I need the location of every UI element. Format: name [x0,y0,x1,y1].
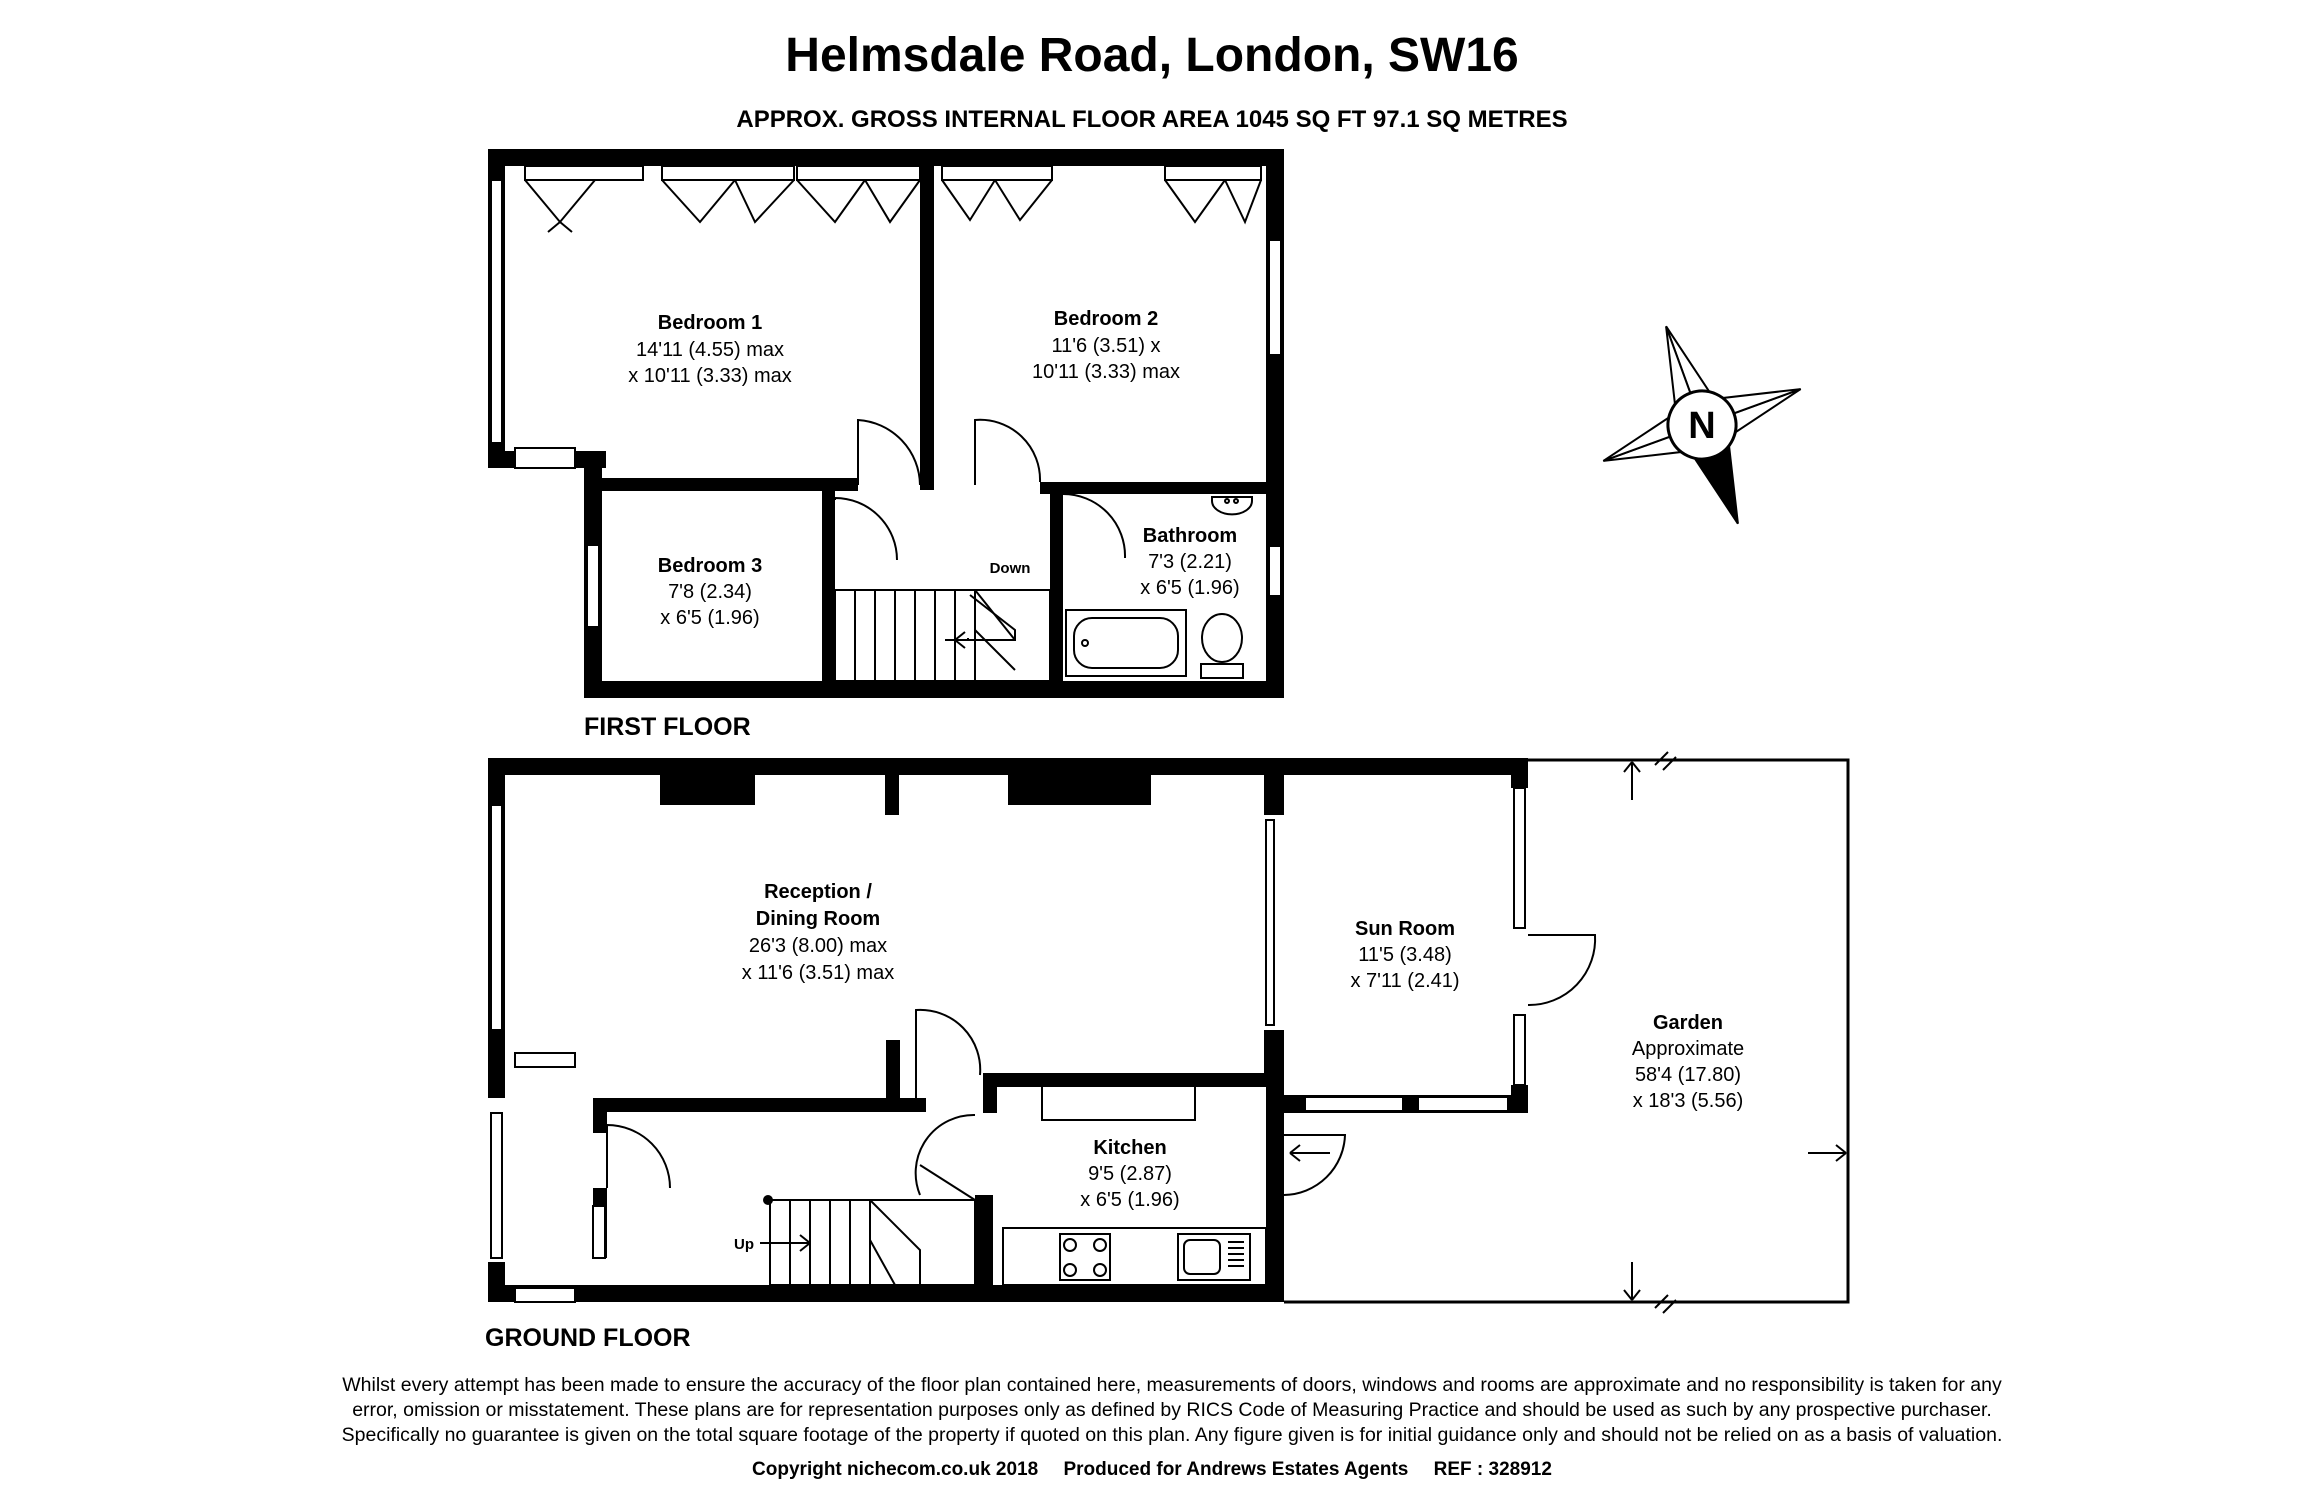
bathroom-fixtures [1065,496,1253,679]
stairs-up-label: Up [734,1236,754,1253]
room-dimensions: x 10'11 (3.33) max [628,365,792,387]
room-dimensions: 26'3 (8.00) max [749,935,887,957]
room-dimensions: 14'11 (4.55) max [636,339,784,361]
floor-area-subtitle: APPROX. GROSS INTERNAL FLOOR AREA 1045 S… [736,106,1568,133]
compass-icon [1602,325,1802,525]
room-name: Sun Room [1355,918,1455,940]
wardrobes [524,165,1262,233]
room-dimensions: 9'5 (2.87) [1088,1163,1172,1185]
garden-arrows [1623,751,1847,1314]
room-reception-dining: Reception / Dining Room 26'3 (8.00) max … [742,881,894,984]
reference-text: REF : 328912 [1433,1459,1552,1480]
ground-floor-label: GROUND FLOOR [485,1324,691,1352]
ground-floor-plan [488,758,1528,1302]
room-dimensions: 7'3 (2.21) [1148,551,1232,573]
room-name: Bedroom 3 [658,555,762,577]
room-dimensions: 58'4 (17.80) [1635,1064,1741,1086]
room-dimensions: Approximate [1632,1038,1744,1060]
ground-floor-stairs [767,1164,976,1286]
room-bedroom-3: Bedroom 3 7'8 (2.34) x 6'5 (1.96) [658,555,762,629]
disclaimer-line: Whilst every attempt has been made to en… [342,1374,2002,1396]
room-name: Bedroom 2 [1054,308,1158,330]
ground-floor-doors [606,934,1597,1196]
room-dimensions: x 6'5 (1.96) [1080,1189,1179,1211]
room-name: Bedroom 1 [658,312,762,334]
first-floor-plan [488,149,1284,698]
room-garden: Garden Approximate 58'4 (17.80) x 18'3 (… [1632,1012,1744,1112]
produced-for-text: Produced for Andrews Estates Agents [1063,1459,1409,1480]
room-bathroom: Bathroom 7'3 (2.21) x 6'5 (1.96) [1140,525,1239,599]
first-floor-doors [834,418,1127,561]
stairs-down-arrow [954,631,966,649]
room-bedroom-2: Bedroom 2 11'6 (3.51) x 10'11 (3.33) max [1032,308,1180,383]
first-floor-windows [490,179,1282,628]
disclaimer-line: error, omission or misstatement. These p… [352,1399,1992,1421]
first-floor-stairs [834,589,1051,682]
room-kitchen: Kitchen 9'5 (2.87) x 6'5 (1.96) [1080,1137,1179,1211]
disclaimer-line: Specifically no guarantee is given on th… [341,1424,2003,1446]
room-dimensions: x 11'6 (3.51) max [742,962,894,984]
room-dimensions: 10'11 (3.33) max [1032,361,1180,383]
stairs-down-label: Down [990,560,1031,577]
room-dimensions: 11'5 (3.48) [1358,944,1452,966]
room-name: Bathroom [1143,525,1237,547]
room-name: Garden [1653,1012,1723,1034]
page-title: Helmsdale Road, London, SW16 [785,29,1519,82]
room-dimensions: x 18'3 (5.56) [1633,1090,1744,1112]
footer: Copyright nichecom.co.uk 2018 Produced f… [0,1459,2304,1481]
ground-floor-windows [490,787,1526,1303]
room-dimensions: 7'8 (2.34) [668,581,752,603]
garden-boundary [1284,758,1850,1304]
disclaimer: Whilst every attempt has been made to en… [290,1373,2054,1448]
stairs-up-arrow [760,1234,811,1252]
room-name: Kitchen [1093,1137,1166,1159]
entrance-arrow [1289,1144,1330,1162]
room-bedroom-1: Bedroom 1 14'11 (4.55) max x 10'11 (3.33… [628,312,792,387]
kitchen-fixtures [1002,1087,1267,1286]
room-name: Reception / [764,881,872,903]
room-sun-room: Sun Room 11'5 (3.48) x 7'11 (2.41) [1350,918,1459,992]
room-name: Dining Room [756,908,880,930]
room-dimensions: x 6'5 (1.96) [1140,577,1239,599]
first-floor-label: FIRST FLOOR [584,713,751,741]
compass-north-label: N [1688,405,1715,447]
stairs-start-dot [763,1195,773,1205]
room-dimensions: x 7'11 (2.41) [1350,970,1459,992]
room-dimensions: 11'6 (3.51) x [1051,335,1160,357]
room-dimensions: x 6'5 (1.96) [660,607,759,629]
copyright-text: Copyright nichecom.co.uk 2018 [752,1459,1039,1480]
